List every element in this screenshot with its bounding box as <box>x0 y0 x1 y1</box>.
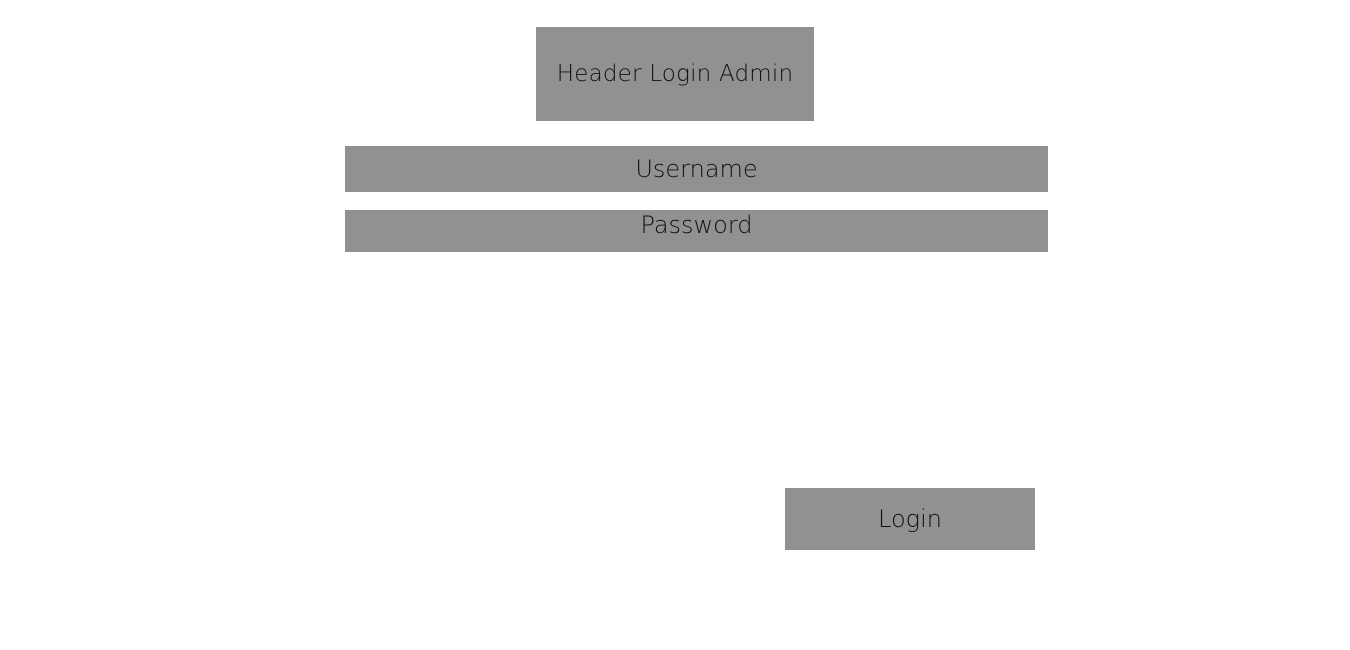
password-field[interactable]: Password <box>345 210 1048 252</box>
username-field[interactable]: Username <box>345 146 1048 192</box>
password-placeholder: Password <box>640 211 753 239</box>
username-placeholder: Username <box>635 155 758 183</box>
header-login-admin: Header Login Admin <box>536 27 814 121</box>
header-title: Header Login Admin <box>556 61 794 87</box>
login-button[interactable]: Login <box>785 488 1035 550</box>
login-button-label: Login <box>878 505 942 533</box>
